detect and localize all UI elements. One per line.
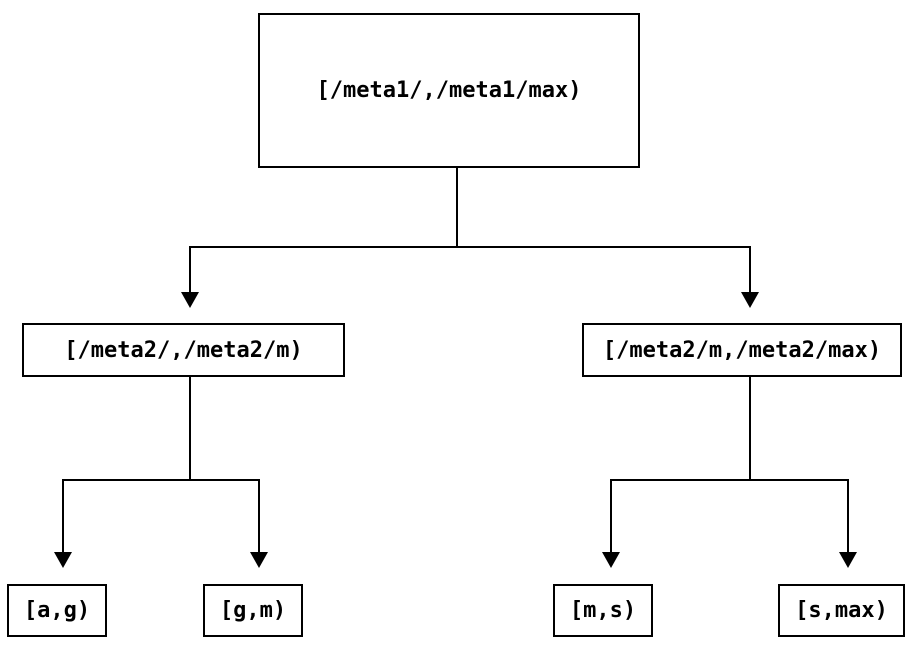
tree-node-leaf-ms: [m,s) [553, 584, 653, 637]
tree-node-leaf-gm-label: [g,m) [219, 598, 287, 623]
arrowhead-icon [839, 552, 857, 568]
edge-root-to-children [181, 168, 759, 308]
tree-node-leaf-ag-label: [a,g) [23, 598, 91, 623]
tree-node-right: [/meta2/m,/meta2/max) [582, 323, 902, 377]
tree-node-right-label: [/meta2/m,/meta2/max) [602, 337, 882, 363]
tree-node-root-label: [/meta1/,/meta1/max) [316, 78, 582, 103]
tree-node-leaf-ms-label: [m,s) [569, 598, 637, 623]
arrowhead-icon [741, 292, 759, 308]
tree-node-leaf-ag: [a,g) [7, 584, 107, 637]
tree-node-left: [/meta2/,/meta2/m) [22, 323, 345, 377]
edge-left-to-leaves [54, 377, 268, 568]
arrowhead-icon [181, 292, 199, 308]
edge-right-to-leaves [602, 377, 857, 568]
tree-node-left-label: [/meta2/,/meta2/m) [64, 337, 303, 363]
arrowhead-icon [602, 552, 620, 568]
tree-node-leaf-smax: [s,max) [778, 584, 905, 637]
tree-node-root: [/meta1/,/meta1/max) [258, 13, 640, 168]
tree-node-leaf-smax-label: [s,max) [795, 598, 888, 623]
arrowhead-icon [250, 552, 268, 568]
arrowhead-icon [54, 552, 72, 568]
tree-node-leaf-gm: [g,m) [203, 584, 303, 637]
